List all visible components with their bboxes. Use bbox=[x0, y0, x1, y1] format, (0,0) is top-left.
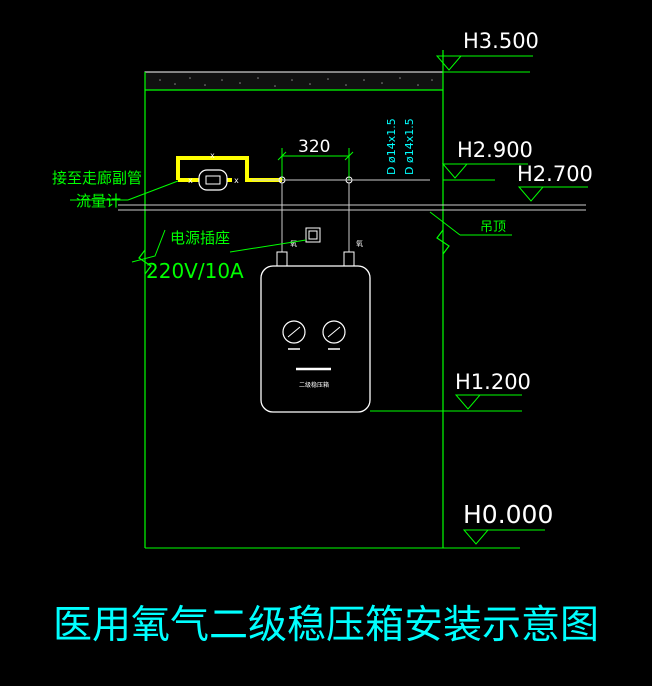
power-socket-label: 电源插座 bbox=[170, 229, 230, 247]
flowmeter-label-line1: 接至走廊副管 bbox=[52, 169, 142, 187]
pipe-spec-labels: D ø14x1.5 D ø14x1.5 bbox=[385, 118, 416, 175]
elevation-label-h2700: H2.700 bbox=[517, 162, 593, 186]
elevation-label-h3500: H3.500 bbox=[463, 29, 539, 53]
elevation-label-h1200: H1.200 bbox=[455, 370, 531, 394]
pressure-gauge-left-icon bbox=[282, 320, 306, 350]
voltage-label: 220V/10A bbox=[146, 259, 244, 283]
pressure-gauge-right-icon bbox=[322, 320, 346, 350]
svg-text:x: x bbox=[188, 176, 193, 185]
power-socket-icon bbox=[305, 227, 321, 243]
elevation-label-h2900: H2.900 bbox=[457, 138, 533, 162]
box-inlet-fittings: 氧 氧 bbox=[276, 239, 363, 267]
elevation-h2900: H2.900 bbox=[441, 138, 533, 181]
pipe-valves: x x x bbox=[188, 151, 239, 185]
flowmeter-annotation: 接至走廊副管 流量计 bbox=[52, 169, 179, 210]
dimension-320: 320 bbox=[277, 137, 354, 180]
box-name-label: 二级稳压箱 bbox=[299, 381, 329, 389]
flowmeter-icon bbox=[198, 169, 228, 191]
concrete-slab bbox=[144, 71, 444, 91]
ceiling-annotation: 吊顶 bbox=[429, 211, 512, 236]
elevation-h0000: H0.000 bbox=[145, 500, 553, 549]
svg-text:氧: 氧 bbox=[290, 239, 297, 248]
flowmeter-label-line2: 流量计 bbox=[76, 192, 121, 210]
ceiling-line bbox=[118, 204, 586, 211]
pipe-drop-lines bbox=[252, 176, 430, 262]
ceiling-label: 吊顶 bbox=[480, 220, 506, 235]
svg-text:x: x bbox=[210, 151, 215, 160]
pipe-spec-2: D ø14x1.5 bbox=[403, 118, 416, 175]
dimension-label: 320 bbox=[298, 137, 330, 157]
regulator-box: 二级稳压箱 bbox=[260, 265, 371, 413]
elevation-h1200: H1.200 bbox=[370, 370, 531, 412]
elevation-h3500: H3.500 bbox=[435, 29, 539, 73]
elevation-label-h0000: H0.000 bbox=[463, 500, 553, 529]
svg-text:氧: 氧 bbox=[356, 239, 363, 248]
oxygen-pipe bbox=[176, 156, 282, 182]
wall-lines bbox=[138, 50, 450, 548]
pipe-spec-1: D ø14x1.5 bbox=[385, 118, 398, 175]
svg-text:x: x bbox=[234, 176, 239, 185]
drawing-title: 医用氧气二级稳压箱安装示意图 bbox=[53, 603, 599, 648]
socket-annotation: 电源插座 220V/10A bbox=[131, 229, 307, 283]
elevation-h2700: H2.700 bbox=[517, 162, 593, 202]
